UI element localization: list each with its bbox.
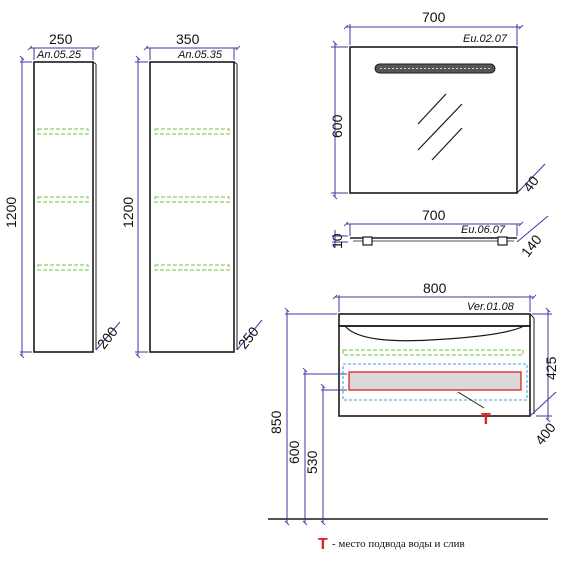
vanity-light-strip (342, 349, 524, 356)
mirror-glare (417, 103, 463, 151)
shelf-width: 700 (422, 207, 446, 223)
column-b-shelf-marker (154, 264, 230, 271)
legend: T - место подвода воды и слив (318, 536, 465, 553)
vanity-width: 800 (423, 280, 447, 296)
column-b-shelf-marker (154, 196, 230, 203)
shelf-thickness: 10 (329, 233, 345, 249)
column-cabinet-a: 250 An.05.25 1200 200 (3, 31, 121, 359)
mirror-depth-line (520, 163, 546, 190)
column-b-code: An.05.35 (177, 49, 223, 61)
glass-shelf: 700 Eu.06.07 10 140 (329, 207, 549, 260)
mirror-depth: 40 (520, 173, 542, 195)
mounting-dimensions: 850 600 530 (268, 307, 548, 526)
column-a-body (33, 61, 94, 353)
shelf-bracket (497, 236, 508, 246)
mount-530: 530 (304, 450, 320, 474)
legend-text: - место подвода воды и слив (332, 538, 465, 550)
column-a-shelf-marker (37, 196, 89, 203)
mount-850: 850 (268, 410, 284, 434)
mirror-height: 600 (329, 114, 345, 138)
column-a-shelf-marker (37, 128, 89, 135)
column-a-width: 250 (49, 31, 73, 47)
vanity-connection-mark: T (481, 411, 491, 428)
column-b-width: 350 (176, 31, 200, 47)
mount-600: 600 (286, 440, 302, 464)
column-a-height: 1200 (3, 197, 19, 228)
column-b-height: 1200 (120, 197, 136, 228)
column-b-shelf-marker (154, 128, 230, 135)
vanity-code: Ver.01.08 (467, 301, 515, 313)
legend-mark: T (318, 536, 328, 553)
mirror-glare (417, 93, 447, 125)
mirror-code: Eu.02.07 (463, 33, 508, 45)
mirror: 700 Eu.02.07 600 40 (329, 9, 546, 200)
mirror-glare (431, 127, 463, 161)
shelf-code: Eu.06.07 (461, 224, 506, 236)
vanity-drawer-outline (342, 363, 528, 401)
column-a-code: An.05.25 (36, 49, 82, 61)
vanity-body (338, 325, 531, 417)
vanity-unit: 800 Ver.01.08 T 425 400 (332, 280, 559, 448)
vanity-height: 425 (543, 356, 559, 380)
column-a-depth-line (95, 321, 121, 351)
vanity-tray (348, 371, 522, 391)
vanity-depth: 400 (532, 419, 559, 447)
shelf-depth: 140 (518, 231, 545, 259)
vanity-top (338, 313, 531, 327)
column-cabinet-b: 350 An.05.35 1200 250 (120, 31, 263, 359)
mirror-width: 700 (422, 9, 446, 25)
mirror-lamp (374, 63, 496, 74)
vanity-depth-line (529, 391, 557, 417)
column-a-shelf-marker (37, 264, 89, 271)
vanity-basin-curve (344, 325, 525, 342)
shelf-depth-line (516, 215, 549, 243)
column-b-depth-line (236, 319, 263, 351)
shelf-bracket (362, 236, 373, 246)
vanity-drain-pipe (457, 391, 485, 409)
column-b-body (149, 61, 235, 353)
